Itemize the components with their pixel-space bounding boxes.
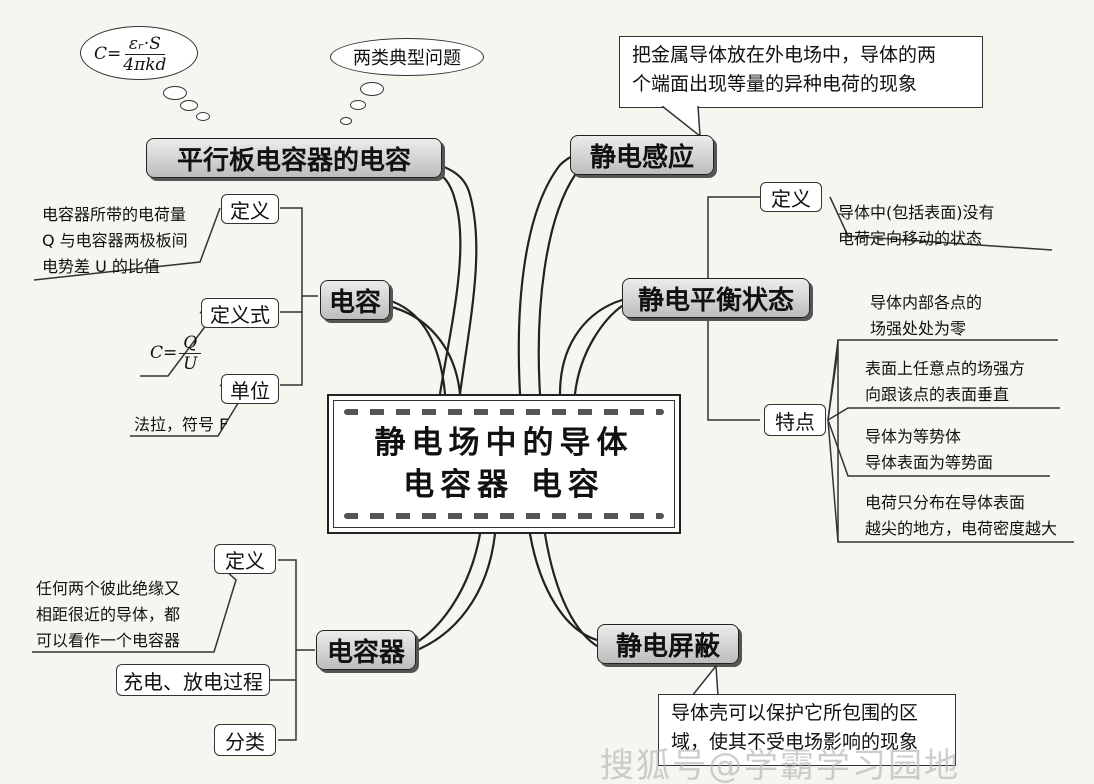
capacitance-formula-tag: 定义式 <box>201 298 279 328</box>
formula-denominator: 4πkd <box>123 54 167 75</box>
branch-induction: 静电感应 <box>570 135 714 175</box>
shielding-callout-pointer <box>691 664 719 696</box>
feature-1-line-2: 场强处处为零 <box>870 319 967 338</box>
induction-callout-pointer <box>661 106 701 138</box>
capacitor-definition-tag: 定义 <box>214 544 276 574</box>
thought-dot-2 <box>180 100 198 111</box>
feature-4-line-2: 越尖的地方，电荷密度越大 <box>865 519 1058 538</box>
branch-parallel-plate: 平行板电容器的电容 <box>146 138 442 178</box>
feature-4-line-1: 电荷只分布在导体表面 <box>865 493 1026 512</box>
equilibrium-feature-tag: 特点 <box>764 404 826 436</box>
induction-line-1: 把金属导体放在外电场中，导体的两 <box>632 44 937 66</box>
center-title-line-2: 电容器 电容 <box>403 467 605 503</box>
branch-shielding: 静电屏蔽 <box>597 624 739 664</box>
shielding-line-1: 导体壳可以保护它所包围的区 <box>671 702 919 724</box>
equilibrium-feature-1: 导体内部各点的 场强处处为零 <box>870 290 1060 342</box>
thought-dot-1 <box>163 86 187 100</box>
capacitance-formula-num: Q <box>179 333 202 354</box>
center-topic-box: 静电场中的导体 电容器 电容 <box>327 394 681 534</box>
capacitor-def-line-2: 相距很近的导体，都 <box>36 605 181 624</box>
feature-3-line-2: 导体表面为等势面 <box>865 453 994 472</box>
feature-2-line-2: 向跟该点的表面垂直 <box>865 385 1010 404</box>
branch-capacitor: 电容器 <box>316 630 416 670</box>
parallel-plate-formula: C= εᵣ·S 4πkd <box>94 32 190 76</box>
center-top-dashes <box>344 409 664 415</box>
capacitance-formula-den: U <box>183 353 198 374</box>
thought-dot-4 <box>360 82 384 96</box>
capacitance-definition-text: 电容器所带的电荷量 Q 与电容器两极板间 电势差 U 的比值 <box>42 202 222 280</box>
feature-1-line-1: 导体内部各点的 <box>870 293 983 312</box>
induction-line-2: 个端面出现等量的异种电荷的现象 <box>632 73 918 95</box>
thought-dot-5 <box>350 100 366 110</box>
capacitor-process-tag: 充电、放电过程 <box>116 664 270 696</box>
thought-dot-3 <box>196 112 210 121</box>
capacitance-unit-tag: 单位 <box>221 374 279 404</box>
capacitor-definition-text: 任何两个彼此绝缘又 相距很近的导体，都 可以看作一个电容器 <box>36 576 220 654</box>
branch-capacitance: 电容 <box>320 280 390 320</box>
capacitance-formula-lhs: C= <box>150 343 178 363</box>
capacitance-unit-text: 法拉，符号 F <box>134 415 229 434</box>
capacitor-def-line-3: 可以看作一个电容器 <box>36 631 181 650</box>
capacitor-def-line-1: 任何两个彼此绝缘又 <box>36 579 181 598</box>
capacitance-definition-tag: 定义 <box>221 194 279 224</box>
capacitor-class-tag: 分类 <box>214 724 276 756</box>
thought-dot-6 <box>340 117 352 125</box>
capacitance-def-line-1: 电容器所带的电荷量 <box>42 205 187 224</box>
typical-problems-label: 两类典型问题 <box>353 48 461 69</box>
equilibrium-feature-3: 导体为等势体 导体表面为等势面 <box>865 424 1055 476</box>
formula-lhs: C= <box>94 44 122 64</box>
induction-callout: 把金属导体放在外电场中，导体的两 个端面出现等量的异种电荷的现象 <box>619 36 983 108</box>
shielding-callout: 导体壳可以保护它所包围的区 域，使其不受电场影响的现象 <box>658 694 956 766</box>
equilibrium-definition-text: 导体中(包括表面)没有 电荷定向移动的状态 <box>838 200 1058 252</box>
formula-numerator: εᵣ·S <box>124 34 165 55</box>
center-bottom-dashes <box>344 513 664 519</box>
center-title-line-1: 静电场中的导体 <box>374 425 634 461</box>
capacitance-def-line-2: Q 与电容器两极板间 <box>42 231 188 250</box>
shielding-line-2: 域，使其不受电场影响的现象 <box>671 731 919 753</box>
feature-3-line-1: 导体为等势体 <box>865 427 962 446</box>
thought-bubble-problems <box>330 38 484 76</box>
equilibrium-definition-tag: 定义 <box>760 182 822 212</box>
capacitance-def-line-3: 电势差 U 的比值 <box>42 257 160 276</box>
equilibrium-feature-4: 电荷只分布在导体表面 越尖的地方，电荷密度越大 <box>865 490 1087 542</box>
branch-equilibrium: 静电平衡状态 <box>622 278 810 318</box>
equilibrium-def-line-1: 导体中(包括表面)没有 <box>838 203 995 222</box>
feature-2-line-1: 表面上任意点的场强方 <box>865 359 1026 378</box>
equilibrium-def-line-2: 电荷定向移动的状态 <box>838 229 983 248</box>
watermark: 搜狐号@学霸学习园地 <box>600 746 960 784</box>
equilibrium-feature-2: 表面上任意点的场强方 向跟该点的表面垂直 <box>865 356 1065 408</box>
thought-bubble-formula <box>80 26 198 80</box>
center-topic-inner: 静电场中的导体 电容器 电容 <box>333 400 675 528</box>
capacitance-formula: C= Q U <box>150 330 202 376</box>
